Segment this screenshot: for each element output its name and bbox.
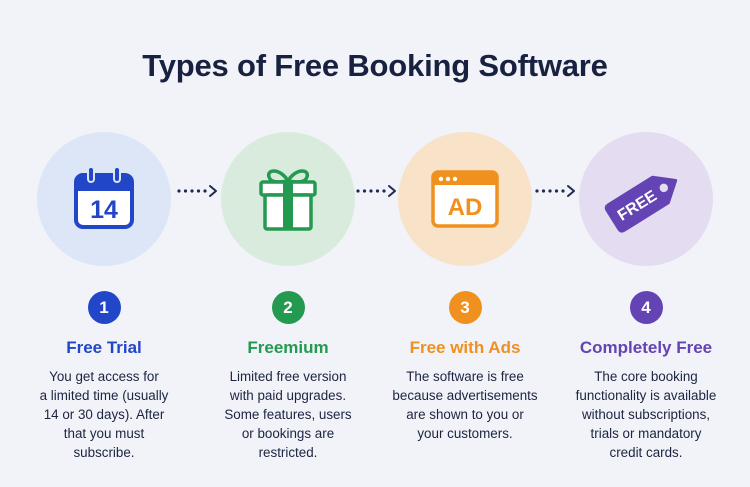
step-3-label: Free with Ads (409, 338, 521, 357)
ad-text: AD (448, 194, 483, 221)
step-1-circle: 14 (37, 132, 171, 266)
step-4-label: Completely Free (579, 338, 713, 357)
step-4-circle: FREE (579, 132, 713, 266)
desc-line: The software is free (406, 369, 524, 384)
step-free-with-ads: AD 3 Free with Ads The software is free … (375, 132, 555, 443)
step-1-number: 1 (87, 291, 121, 324)
step-1-description: You get access for a limited time (usual… (14, 367, 194, 462)
desc-line: with paid upgrades. (229, 388, 347, 403)
arrow-icon (356, 185, 396, 197)
step-2-circle (221, 132, 355, 266)
desc-line: that you must (63, 426, 145, 441)
step-4-description: The core booking functionality is availa… (556, 367, 736, 462)
desc-line: restricted. (258, 445, 318, 460)
step-1-label: Free Trial (66, 338, 142, 357)
ad-window-icon: AD (431, 170, 499, 228)
step-4-number: 4 (629, 291, 663, 324)
desc-line: credit cards. (609, 445, 683, 460)
desc-line: a limited time (usually (39, 388, 169, 403)
desc-line: Some features, users (224, 407, 352, 422)
desc-line: your customers. (417, 426, 513, 441)
desc-line: You get access for (49, 369, 159, 384)
step-2-label: Freemium (247, 338, 329, 357)
calendar-day-text: 14 (90, 196, 118, 224)
arrow-icon (177, 185, 217, 197)
desc-line: 14 or 30 days). After (43, 407, 165, 422)
desc-line: The core booking (594, 369, 698, 384)
step-2-number: 2 (271, 291, 305, 324)
desc-line: trials or mandatory (590, 426, 702, 441)
desc-line: or bookings are (241, 426, 335, 441)
arrow-icon (535, 185, 575, 197)
price-tag-icon: FREE (604, 175, 678, 233)
desc-line: because advertisements (392, 388, 538, 403)
step-2-description: Limited free version with paid upgrades.… (198, 367, 378, 462)
gift-icon (259, 169, 317, 231)
desc-line: functionality is available (575, 388, 717, 403)
step-3-description: The software is free because advertiseme… (375, 367, 555, 443)
step-free-trial: 14 1 Free Trial You get access for a lim… (14, 132, 194, 462)
desc-line: without subscriptions, (581, 407, 710, 422)
step-3-number: 3 (448, 291, 482, 324)
step-completely-free: FREE 4 Completely Free The core booking … (556, 132, 736, 462)
desc-line: are shown to you or (406, 407, 524, 422)
desc-line: subscribe. (73, 445, 135, 460)
desc-line: Limited free version (229, 369, 347, 384)
calendar-icon: 14 (74, 166, 134, 229)
step-freemium: 2 Freemium Limited free version with pai… (198, 132, 378, 462)
page-title: Types of Free Booking Software (142, 48, 608, 83)
step-3-circle: AD (398, 132, 532, 266)
